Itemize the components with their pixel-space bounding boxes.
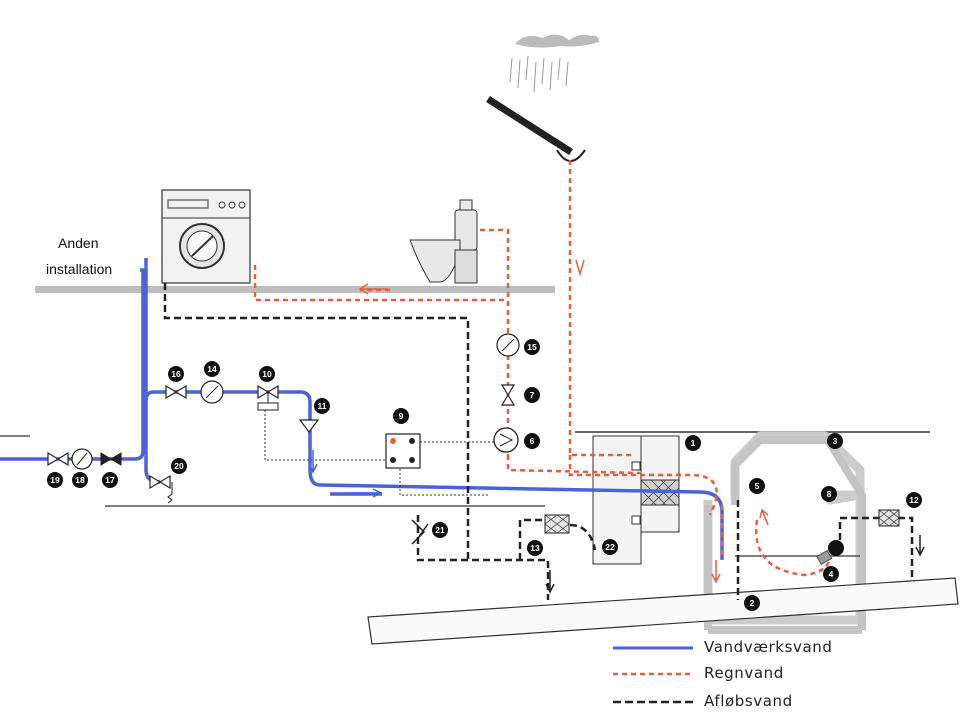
callout-number: 17 (105, 475, 115, 485)
sewer-pipe (367, 577, 959, 645)
callout-number: 18 (75, 475, 85, 485)
callout-12: 12 (906, 492, 922, 508)
washing-machine-icon (161, 189, 251, 284)
roof (486, 96, 573, 155)
filter-icons (544, 509, 900, 534)
callout-20: 20 (171, 458, 187, 474)
callout-number: 5 (755, 481, 760, 491)
callout-number: 20 (174, 461, 184, 471)
callout-number: 1 (691, 438, 696, 448)
callout-number: 7 (530, 390, 535, 400)
legend: Vandværksvand Regnvand Afløbsvand (613, 638, 833, 710)
callout-21: 21 (432, 522, 448, 538)
legend-label-rain-water: Regnvand (704, 664, 784, 682)
callout-number: 19 (50, 475, 60, 485)
rain-water-lines (253, 160, 832, 577)
callout-14: 14 (204, 361, 220, 377)
callout-22: 22 (602, 539, 618, 555)
callout-4: 4 (823, 566, 839, 582)
callout-number: 15 (527, 342, 537, 352)
callout-number: 12 (909, 495, 919, 505)
valve-icons (47, 384, 516, 504)
funnel-icon (298, 419, 320, 433)
callout-3: 3 (827, 433, 843, 449)
callout-number: 21 (435, 525, 445, 535)
legend-label-waste-water: Afløbsvand (704, 692, 793, 710)
callout-18: 18 (72, 472, 88, 488)
label-other-installation-line2: installation (46, 261, 112, 277)
callout-number: 6 (530, 436, 535, 446)
callout-10: 10 (259, 366, 275, 382)
callout-number: 22 (605, 542, 615, 552)
floor-line (35, 286, 555, 293)
callout-number: 8 (827, 489, 832, 499)
callout-number: 9 (399, 411, 404, 421)
callout-15: 15 (524, 339, 540, 355)
callout-11: 11 (314, 398, 330, 414)
callout-2: 2 (744, 595, 760, 611)
callout-number: 11 (318, 401, 327, 411)
toilet-icon (409, 199, 478, 284)
backflow-valve-icon (411, 519, 429, 545)
label-other-installation-line1: Anden (58, 235, 98, 251)
callout-number: 2 (750, 598, 755, 608)
callout-7: 7 (524, 387, 540, 403)
float-pump-icon (816, 540, 844, 566)
flow-arrows (308, 259, 925, 594)
rain-cloud-icon (509, 34, 599, 93)
callout-number: 16 (171, 369, 181, 379)
callout-number: 10 (262, 369, 272, 379)
callout-8: 8 (821, 486, 837, 502)
callout-number: 14 (207, 364, 217, 374)
callout-number: 4 (829, 569, 834, 579)
callout-1: 1 (685, 435, 701, 451)
callout-17: 17 (102, 472, 118, 488)
meter-icons (71, 333, 520, 470)
pump-icon (493, 427, 519, 453)
control-wires (264, 410, 496, 496)
callout-5: 5 (749, 478, 765, 494)
callout-13: 13 (527, 540, 543, 556)
callout-6: 6 (524, 433, 540, 449)
callout-19: 19 (47, 472, 63, 488)
legend-label-mains-water: Vandværksvand (704, 638, 833, 656)
callout-9: 9 (393, 408, 409, 424)
callout-number: 13 (530, 543, 540, 553)
callout-number: 3 (833, 436, 838, 446)
callout-16: 16 (168, 366, 184, 382)
